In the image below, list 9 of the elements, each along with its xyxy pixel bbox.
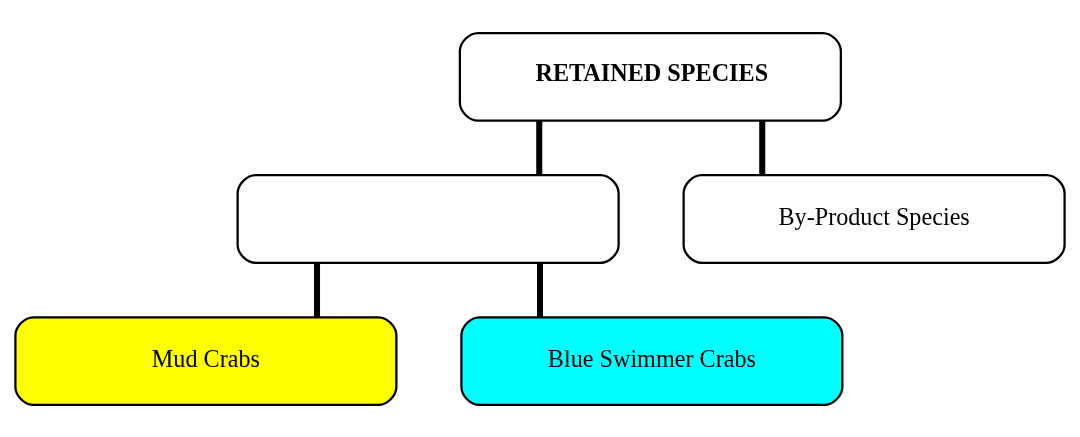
node-box: Mud Crabs — [14, 315, 398, 406]
connector — [759, 120, 766, 175]
node-box: RETAINED SPECIES — [458, 31, 842, 122]
node-box: By-Product Species — [682, 173, 1066, 264]
node-box — [236, 173, 620, 264]
connector — [314, 262, 321, 317]
node-box: Blue Swimmer Crabs — [460, 315, 844, 406]
connector — [536, 120, 543, 175]
connector — [536, 262, 544, 317]
